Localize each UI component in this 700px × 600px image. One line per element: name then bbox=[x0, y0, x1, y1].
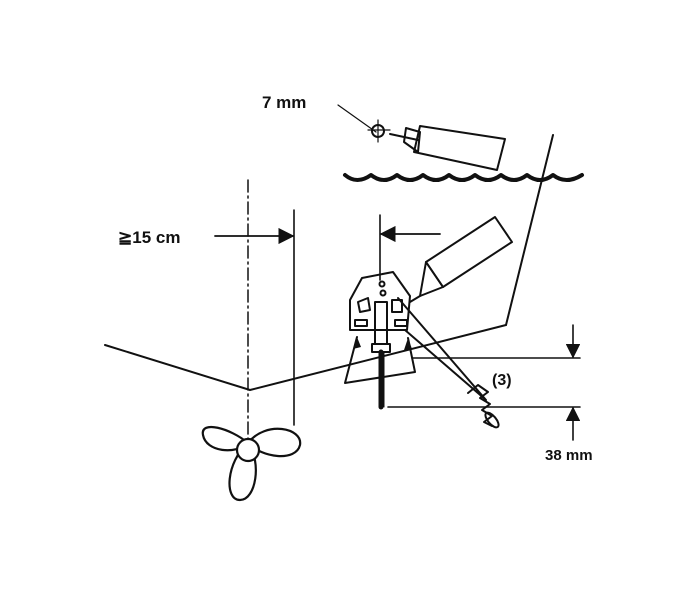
hull-bottom-line bbox=[104, 324, 507, 391]
screw-leader-lines bbox=[344, 297, 487, 401]
drill-icon bbox=[337, 104, 506, 171]
transducer-icon bbox=[349, 271, 411, 410]
water-surface-icon bbox=[343, 173, 584, 182]
propeller-icon bbox=[201, 425, 302, 502]
sealant-tube-icon bbox=[409, 216, 513, 303]
screw-icon bbox=[467, 384, 500, 429]
hull-transom-line bbox=[505, 134, 554, 326]
label-min-distance: ≧15 cm bbox=[118, 228, 180, 247]
leader-arrowhead bbox=[353, 337, 361, 349]
leader-arrowhead bbox=[404, 338, 412, 350]
label-screws-callout: (3) bbox=[492, 372, 512, 389]
label-drill-size: 7 mm bbox=[262, 93, 306, 112]
label-depth: 38 mm bbox=[545, 447, 593, 464]
